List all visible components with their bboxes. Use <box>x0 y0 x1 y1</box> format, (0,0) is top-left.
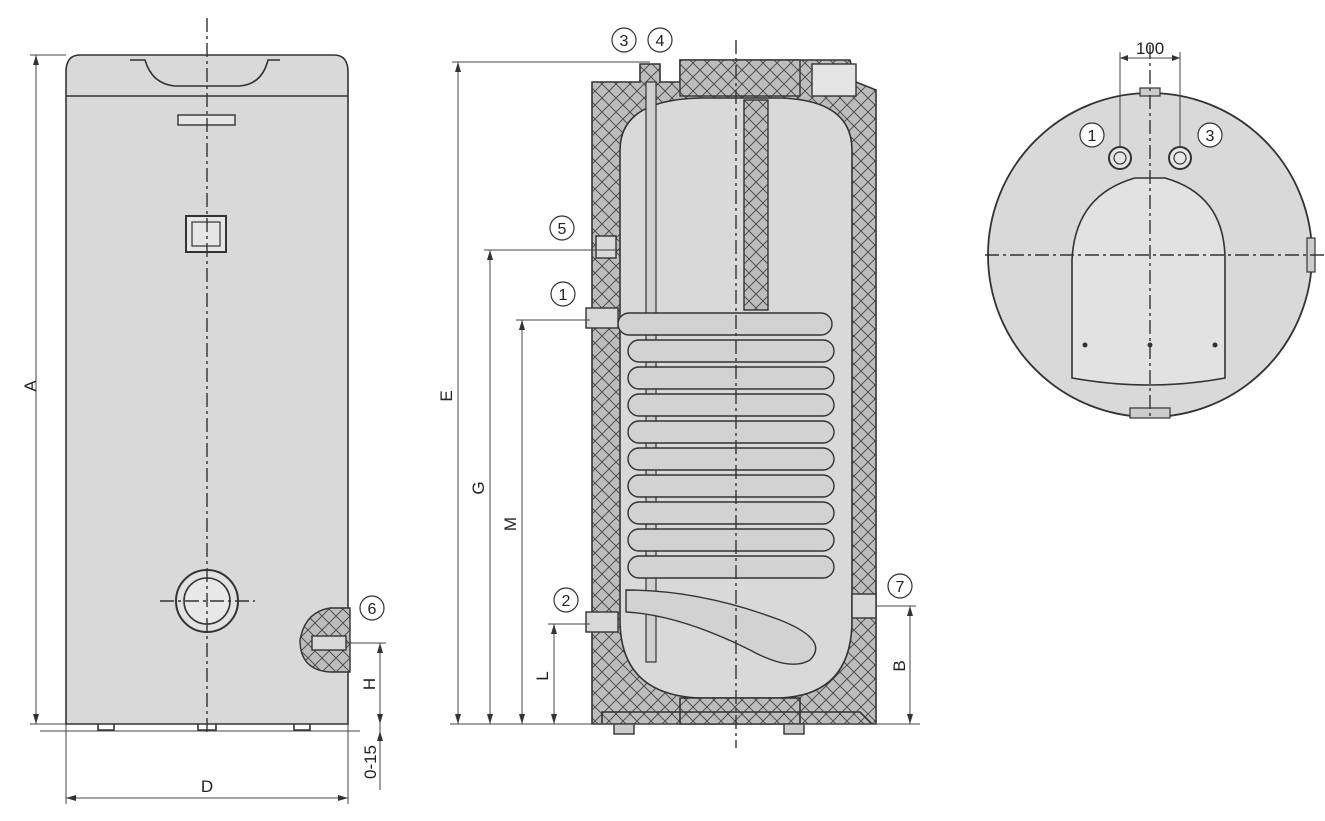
label-G: G <box>469 481 488 494</box>
section-bottom-insulation <box>679 697 801 725</box>
section-top-flange <box>679 59 801 97</box>
section-pipe-1 <box>585 307 619 329</box>
callout-3-top-view: 3 <box>1197 122 1223 148</box>
label-A: A <box>21 380 40 392</box>
label-100: 100 <box>1136 39 1164 58</box>
section-anode-rod <box>743 99 769 311</box>
svg-text:7: 7 <box>896 579 905 596</box>
section-pipe-5 <box>595 235 617 259</box>
svg-text:6: 6 <box>368 601 377 618</box>
section-foot-right <box>783 723 805 735</box>
section-foot-left <box>613 723 635 735</box>
top-view: 100 1 3 <box>985 39 1325 420</box>
top-view-cover <box>1071 177 1226 386</box>
front-foot-right <box>293 724 311 731</box>
svg-text:3: 3 <box>1206 128 1215 145</box>
label-D: D <box>201 777 213 796</box>
section-pipe-2 <box>585 611 619 633</box>
callout-3-top: 3 <box>611 27 637 53</box>
front-foot-left <box>97 724 115 731</box>
callout-1: 1 <box>550 281 576 307</box>
callout-4-top: 4 <box>647 27 673 53</box>
callout-6 <box>359 595 385 621</box>
section-view: E G M L B 3 4 5 <box>437 27 920 748</box>
section-heating-coil <box>617 312 835 665</box>
front-drain-pipe <box>311 635 347 651</box>
callout-1-top-view: 1 <box>1079 122 1105 148</box>
front-view: A D H 0-15 6 <box>21 18 386 804</box>
label-H: H <box>360 678 379 690</box>
section-pipe-7 <box>851 593 877 619</box>
front-body <box>65 54 349 725</box>
label-tolerance: 0-15 <box>361 745 380 779</box>
callout-5: 5 <box>549 215 575 241</box>
svg-text:1: 1 <box>1088 128 1097 145</box>
svg-text:1: 1 <box>559 287 568 304</box>
top-view-port-1 <box>1108 146 1132 170</box>
label-L: L <box>533 671 552 680</box>
svg-text:2: 2 <box>562 593 571 610</box>
front-foot-center <box>197 724 217 731</box>
svg-text:3: 3 <box>620 33 629 50</box>
label-B: B <box>890 660 909 671</box>
label-E: E <box>437 390 456 401</box>
callout-7: 7 <box>887 573 913 599</box>
top-view-port-3 <box>1168 146 1192 170</box>
svg-text:5: 5 <box>558 221 567 238</box>
callout-2: 2 <box>553 587 579 613</box>
label-M: M <box>501 517 520 531</box>
svg-text:4: 4 <box>656 33 665 50</box>
